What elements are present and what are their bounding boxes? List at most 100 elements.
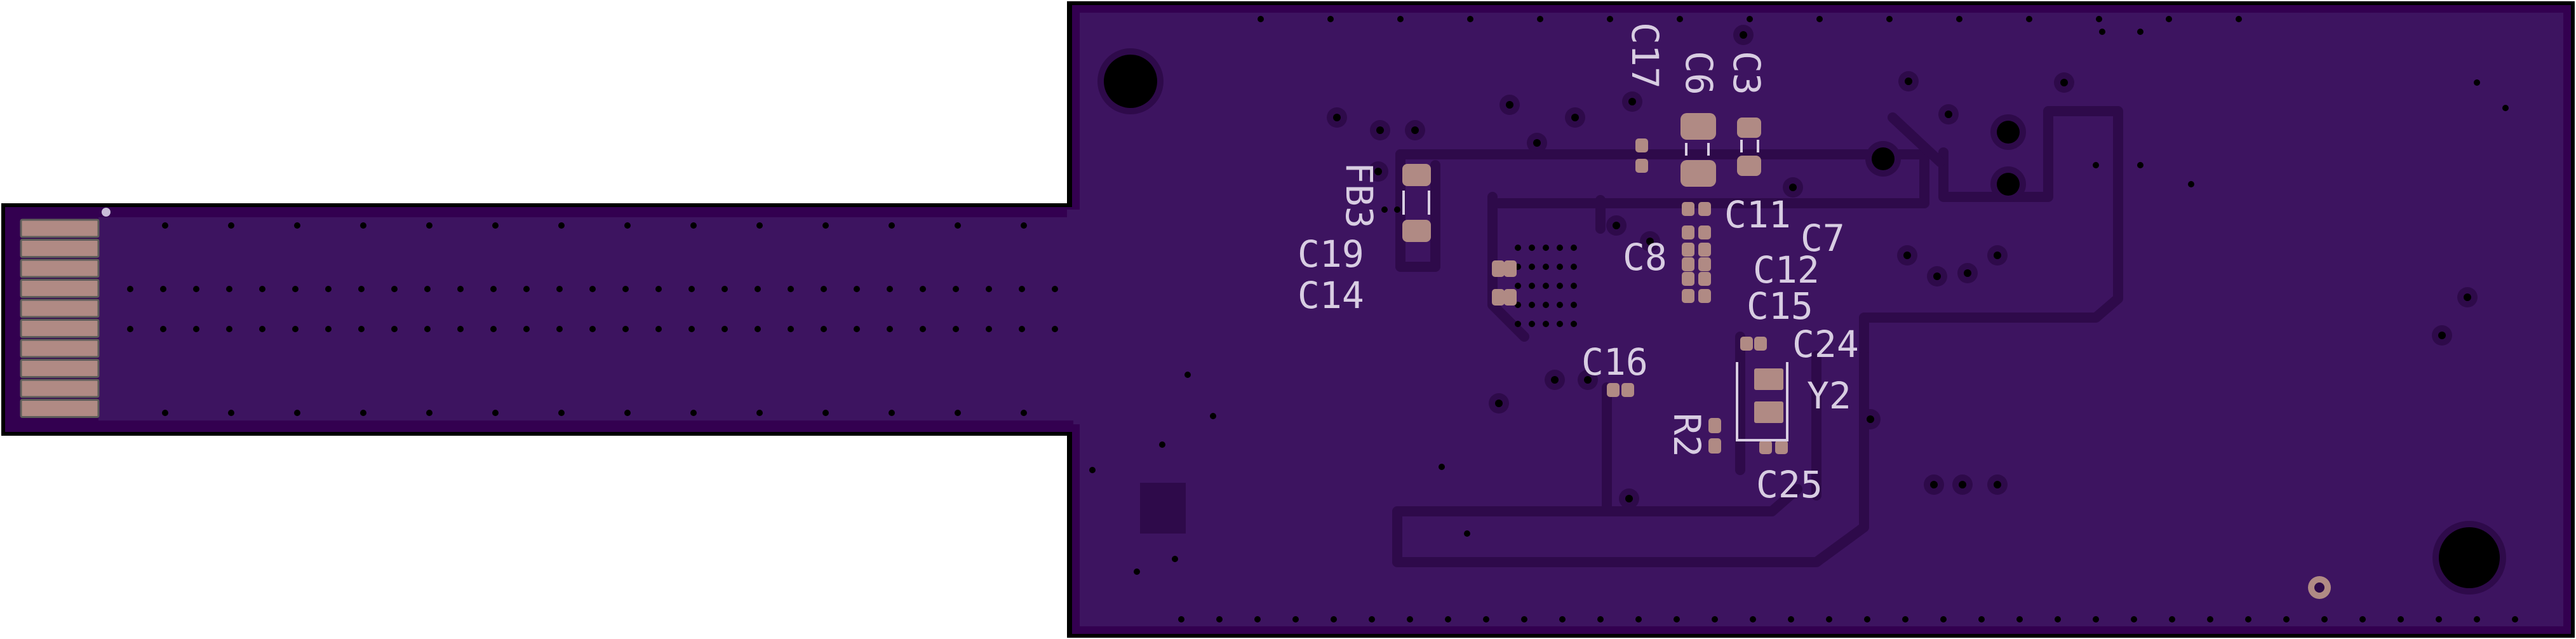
via-dot (1529, 245, 1535, 251)
via-dot (788, 326, 794, 332)
via-dot (1178, 616, 1184, 622)
via-dot (1788, 616, 1794, 622)
via-dot (1571, 321, 1577, 327)
silkscreen-marks (1402, 140, 1788, 441)
via-dot (1529, 321, 1535, 327)
via-dot (721, 286, 728, 292)
via-dot (690, 410, 697, 416)
via-dot (1940, 616, 1947, 622)
via-dot (226, 326, 232, 332)
via-hole (1625, 495, 1633, 502)
via-hole (2464, 293, 2471, 301)
via-dot (193, 286, 199, 292)
via-dot (1902, 616, 1909, 622)
capacitor-pad (1698, 289, 1711, 303)
via-dot (854, 286, 860, 292)
via-dot (1483, 616, 1489, 622)
via-dot (1571, 283, 1577, 289)
via-dot (325, 286, 332, 292)
via-dot (2359, 616, 2366, 622)
via-dot (1635, 616, 1642, 622)
capacitor-pad (1698, 225, 1711, 239)
via-dot (721, 326, 728, 332)
via-dot (1515, 321, 1521, 327)
via-hole (1374, 168, 1382, 175)
via-dot (1381, 206, 1388, 213)
via-dot (887, 326, 893, 332)
via-hole (1333, 114, 1341, 121)
via-dot (688, 326, 695, 332)
via-dot (292, 286, 299, 292)
via-dot (822, 410, 829, 416)
via-dot (1159, 441, 1165, 448)
via-dot (1543, 245, 1549, 251)
via-dot (127, 326, 133, 332)
via-dot (1089, 467, 1096, 473)
capacitor-pad (1682, 202, 1694, 216)
via-dot (259, 326, 265, 332)
via-dot (822, 222, 829, 229)
via-hole (1994, 481, 2001, 488)
via-dot (1254, 616, 1261, 622)
via-dot (1521, 616, 1527, 622)
via-hole (1930, 481, 1938, 488)
label-c14: C14 (1298, 274, 1364, 317)
via-dot (955, 410, 961, 416)
via-dot (1052, 326, 1058, 332)
mounting-hole (1997, 121, 2020, 144)
via-dot (2398, 616, 2404, 622)
via-dot (2093, 162, 2099, 168)
via-dot (1445, 616, 1451, 622)
via-dot (162, 222, 168, 229)
capacitor-pad (1682, 257, 1694, 271)
via-dot (2169, 616, 2175, 622)
via-dot (2016, 616, 2023, 622)
via-dot (556, 326, 563, 332)
label-c6: C6 (1677, 51, 1721, 95)
connector-pin (20, 399, 100, 418)
capacitor-pad (1698, 243, 1711, 257)
via-dot (624, 410, 631, 416)
via-dot (1258, 16, 1264, 22)
via-dot (1394, 206, 1400, 213)
via-dot (1331, 616, 1337, 622)
via-dot (1826, 616, 1832, 622)
via-dot (622, 286, 629, 292)
via-dot (391, 286, 398, 292)
via-hole (1495, 400, 1503, 407)
via-dot (490, 286, 497, 292)
via-dot (127, 286, 133, 292)
via-hole (1646, 238, 1654, 245)
via-dot (589, 326, 596, 332)
via-dot (1559, 616, 1566, 622)
via-hole (1584, 376, 1592, 384)
via-dot (1019, 326, 1025, 332)
via-dot (854, 326, 860, 332)
traces (1392, 106, 2123, 567)
via-dot (457, 286, 464, 292)
via-dot (955, 222, 961, 229)
connector-pin (20, 279, 100, 298)
via-dot (1021, 222, 1027, 229)
via-dot (1557, 264, 1563, 270)
via-dot (1529, 264, 1535, 270)
via-dot (1369, 616, 1375, 622)
capacitor-pad (1682, 289, 1694, 303)
via-dot (1543, 264, 1549, 270)
via-dot (624, 222, 631, 229)
via-dot (360, 222, 366, 229)
via-dot (162, 410, 168, 416)
via-dot (457, 326, 464, 332)
via-hole (1551, 376, 1559, 384)
via-dot (821, 286, 827, 292)
connector-pin (20, 319, 100, 338)
via-dot (160, 326, 166, 332)
via-dot (1557, 283, 1563, 289)
via-dot (889, 222, 895, 229)
via-dot (2502, 105, 2509, 111)
connector-pin (20, 299, 100, 318)
via-dot (1515, 283, 1521, 289)
via-dot (424, 286, 431, 292)
via-dot (556, 286, 563, 292)
via-dot (1571, 302, 1577, 308)
